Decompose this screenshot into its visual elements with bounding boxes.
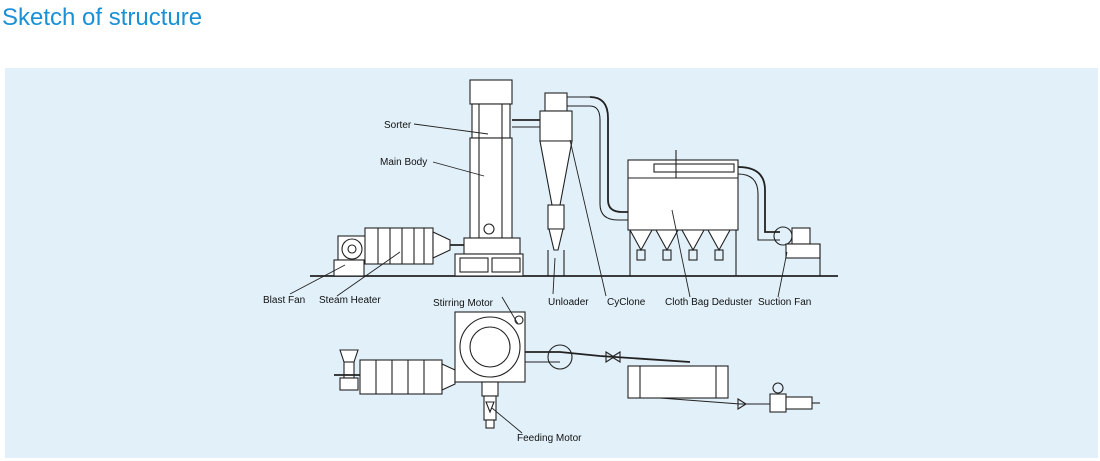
bottom-suction-fan-shape [737,382,820,413]
bottom-steam-heater-shape [359,359,456,395]
label-main-body: Main Body [380,157,427,168]
stirring-box-shape [454,311,526,429]
feeder-shape [334,349,360,391]
structure-sketch: Sorter Main Body Blast Fan Steam Heater … [263,79,838,444]
exhaust-duct [737,166,780,233]
label-steam-heater: Steam Heater [319,295,381,306]
cloth-bag-deduster-shape [627,150,739,276]
bottom-deduster-shape [627,365,729,399]
label-unloader: Unloader [548,297,589,308]
suction-fan-shape [773,226,821,276]
label-feeding-motor: Feeding Motor [517,433,582,444]
label-cyclone: CyClone [607,297,646,308]
diagram-panel: Sorter Main Body Blast Fan Steam Heater … [5,68,1098,458]
steam-heater-shape [364,227,470,265]
label-stirring-motor: Stirring Motor [433,298,494,309]
page-title: Sketch of structure [2,4,203,31]
cyclone-shape [539,92,590,276]
bottom-duct [525,351,691,363]
label-cloth-bag-deduster: Cloth Bag Deduster [665,297,753,308]
main-body-shape [454,79,540,277]
bottom-exhaust [659,397,770,405]
duct-pipe [589,96,630,213]
label-sorter: Sorter [384,120,412,131]
label-blast-fan: Blast Fan [263,295,305,306]
label-suction-fan: Suction Fan [758,297,811,308]
